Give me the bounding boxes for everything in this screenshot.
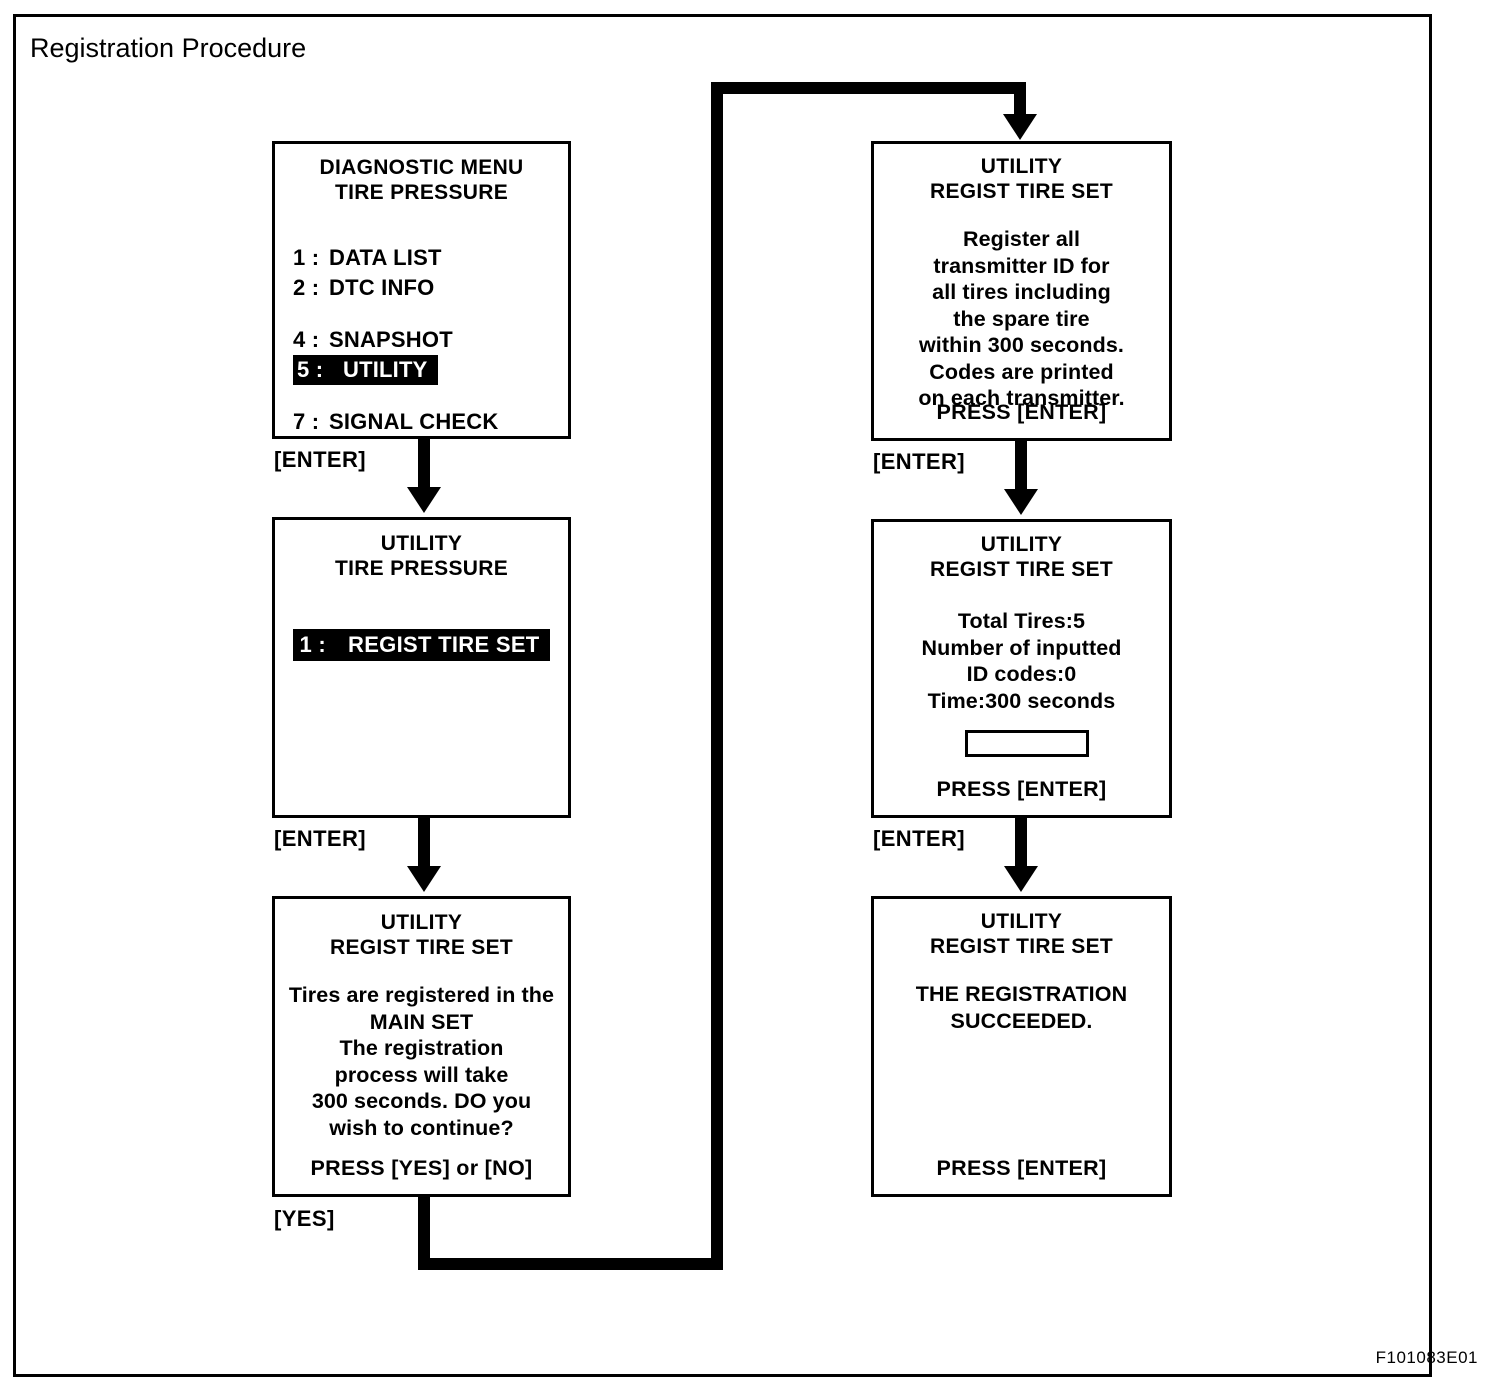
connector-left-2-line (418, 818, 430, 868)
screen-body: THE REGISTRATION SUCCEEDED. (874, 981, 1169, 1034)
body-line: process will take (334, 1062, 509, 1087)
menu-item-label: SNAPSHOT (329, 327, 453, 352)
screen-title-line2: TIRE PRESSURE (334, 181, 509, 204)
screen-confirm-main-set: UTILITY REGIST TIRE SET Tires are regist… (272, 896, 571, 1197)
body-line: all tires including (932, 280, 1111, 304)
screen-title-line1: UTILITY (980, 155, 1063, 178)
menu-item-label: DTC INFO (329, 275, 435, 300)
menu-item-number: 5 : (297, 357, 324, 382)
connector-right-1-arrowhead (1004, 489, 1038, 515)
menu-item-regist-tire-set-selected[interactable]: 1 : REGIST TIRE SET (293, 629, 550, 661)
menu-item-number: 4 : (293, 327, 320, 352)
menu-gap (275, 385, 568, 407)
body-line: wish to continue? (329, 1115, 514, 1140)
screen-body: Total Tires:5 Number of inputted ID code… (874, 608, 1169, 714)
screen-title-line2: REGIST TIRE SET (329, 936, 514, 959)
figure-reference-code: F101083E01 (1375, 1348, 1478, 1367)
transition-label-right-1: [ENTER] (873, 449, 966, 474)
transition-label-left-2: [ENTER] (274, 826, 367, 851)
body-line: the spare tire (953, 306, 1090, 331)
menu-gap (275, 303, 568, 325)
body-line: within 300 seconds. (918, 333, 1125, 357)
screen-registration-progress: UTILITY REGIST TIRE SET Total Tires:5 Nu… (871, 519, 1172, 818)
screen-footer-prompt: PRESS [ENTER] (936, 400, 1107, 424)
connector-left-1-arrowhead (407, 487, 441, 513)
screen-title-line1: UTILITY (980, 533, 1063, 556)
screen-title-line2: TIRE PRESSURE (334, 557, 509, 580)
screen-footer-prompt: PRESS [ENTER] (936, 1156, 1107, 1180)
body-line: Time:300 seconds (927, 688, 1116, 713)
screen-title-line1: UTILITY (980, 910, 1063, 933)
connector-right-2-line (1015, 818, 1027, 868)
menu-item-number: 2 : (293, 275, 320, 300)
menu-item-utility-selected[interactable]: 5 : UTILITY (293, 355, 438, 385)
connector-return-into-box-line (1014, 82, 1026, 118)
screen-footer-prompt: PRESS [ENTER] (936, 777, 1107, 801)
body-line: THE REGISTRATION (915, 982, 1128, 1006)
menu-item-label: REGIST TIRE SET (348, 632, 540, 657)
menu-item-number: 7 : (293, 409, 320, 434)
screen-title-line2: REGIST TIRE SET (929, 935, 1114, 958)
connector-return-vertical-up (711, 82, 723, 1270)
body-line: Tires are registered in the (288, 983, 555, 1007)
body-line: transmitter ID for (933, 253, 1110, 278)
connector-return-vertical-down (418, 1197, 430, 1270)
screen-title-line2: REGIST TIRE SET (929, 180, 1114, 203)
menu-item-signal-check[interactable]: 7 : SIGNAL CHECK (275, 407, 568, 437)
connector-return-arrowhead (1003, 114, 1037, 140)
connector-left-1-line (418, 439, 430, 489)
screen-utility-tire-pressure: UTILITY TIRE PRESSURE 1 : REGIST TIRE SE… (272, 517, 571, 818)
menu-item-number: 1 : (293, 245, 320, 270)
connector-right-2-arrowhead (1004, 866, 1038, 892)
screen-body: Register all transmitter ID for all tire… (874, 226, 1169, 412)
screen-body: Tires are registered in the MAIN SET The… (275, 982, 568, 1141)
body-line: Number of inputted (921, 635, 1122, 660)
body-line: The registration (339, 1036, 504, 1060)
body-line: on each transmitter. (918, 386, 1125, 410)
screen-title-line1: DIAGNOSTIC MENU (319, 156, 524, 179)
menu-item-label: SIGNAL CHECK (329, 409, 499, 434)
connector-left-2-arrowhead (407, 866, 441, 892)
menu-item-dtc-info[interactable]: 2 : DTC INFO (275, 273, 568, 303)
connector-return-horizontal (418, 1258, 723, 1270)
screen-register-all: UTILITY REGIST TIRE SET Register all tra… (871, 141, 1172, 441)
body-line: Total Tires:5 (957, 609, 1086, 633)
connector-right-1-line (1015, 441, 1027, 491)
connector-return-top-horizontal (711, 82, 1020, 94)
menu-item-snapshot[interactable]: 4 : SNAPSHOT (275, 325, 568, 355)
body-line: ID codes:0 (966, 662, 1077, 686)
screen-footer-prompt: PRESS [YES] or [NO] (310, 1156, 533, 1180)
body-line: Register all (962, 227, 1081, 251)
menu-item-label: DATA LIST (329, 245, 442, 270)
transition-label-right-2: [ENTER] (873, 826, 966, 851)
menu-item-data-list[interactable]: 1 : DATA LIST (275, 243, 568, 273)
transition-label-left-3: [YES] (274, 1206, 335, 1231)
body-line: Codes are printed (929, 359, 1114, 384)
id-code-input-field[interactable] (965, 730, 1089, 757)
screen-title-line1: UTILITY (380, 532, 463, 555)
transition-label-left-1: [ENTER] (274, 447, 367, 472)
screen-title-line2: REGIST TIRE SET (929, 558, 1114, 581)
menu-item-label: UTILITY (343, 357, 428, 382)
body-line: MAIN SET (369, 1009, 474, 1034)
screen-title-line1: UTILITY (380, 911, 463, 934)
body-line: SUCCEEDED. (950, 1008, 1093, 1033)
page-title: Registration Procedure (30, 33, 307, 63)
menu-item-number: 1 : (299, 632, 327, 657)
screen-registration-succeeded: UTILITY REGIST TIRE SET THE REGISTRATION… (871, 896, 1172, 1197)
figure-frame (13, 14, 1432, 1377)
body-line: 300 seconds. DO you (311, 1089, 532, 1113)
screen-diagnostic-menu: DIAGNOSTIC MENU TIRE PRESSURE 1 : DATA L… (272, 141, 571, 439)
